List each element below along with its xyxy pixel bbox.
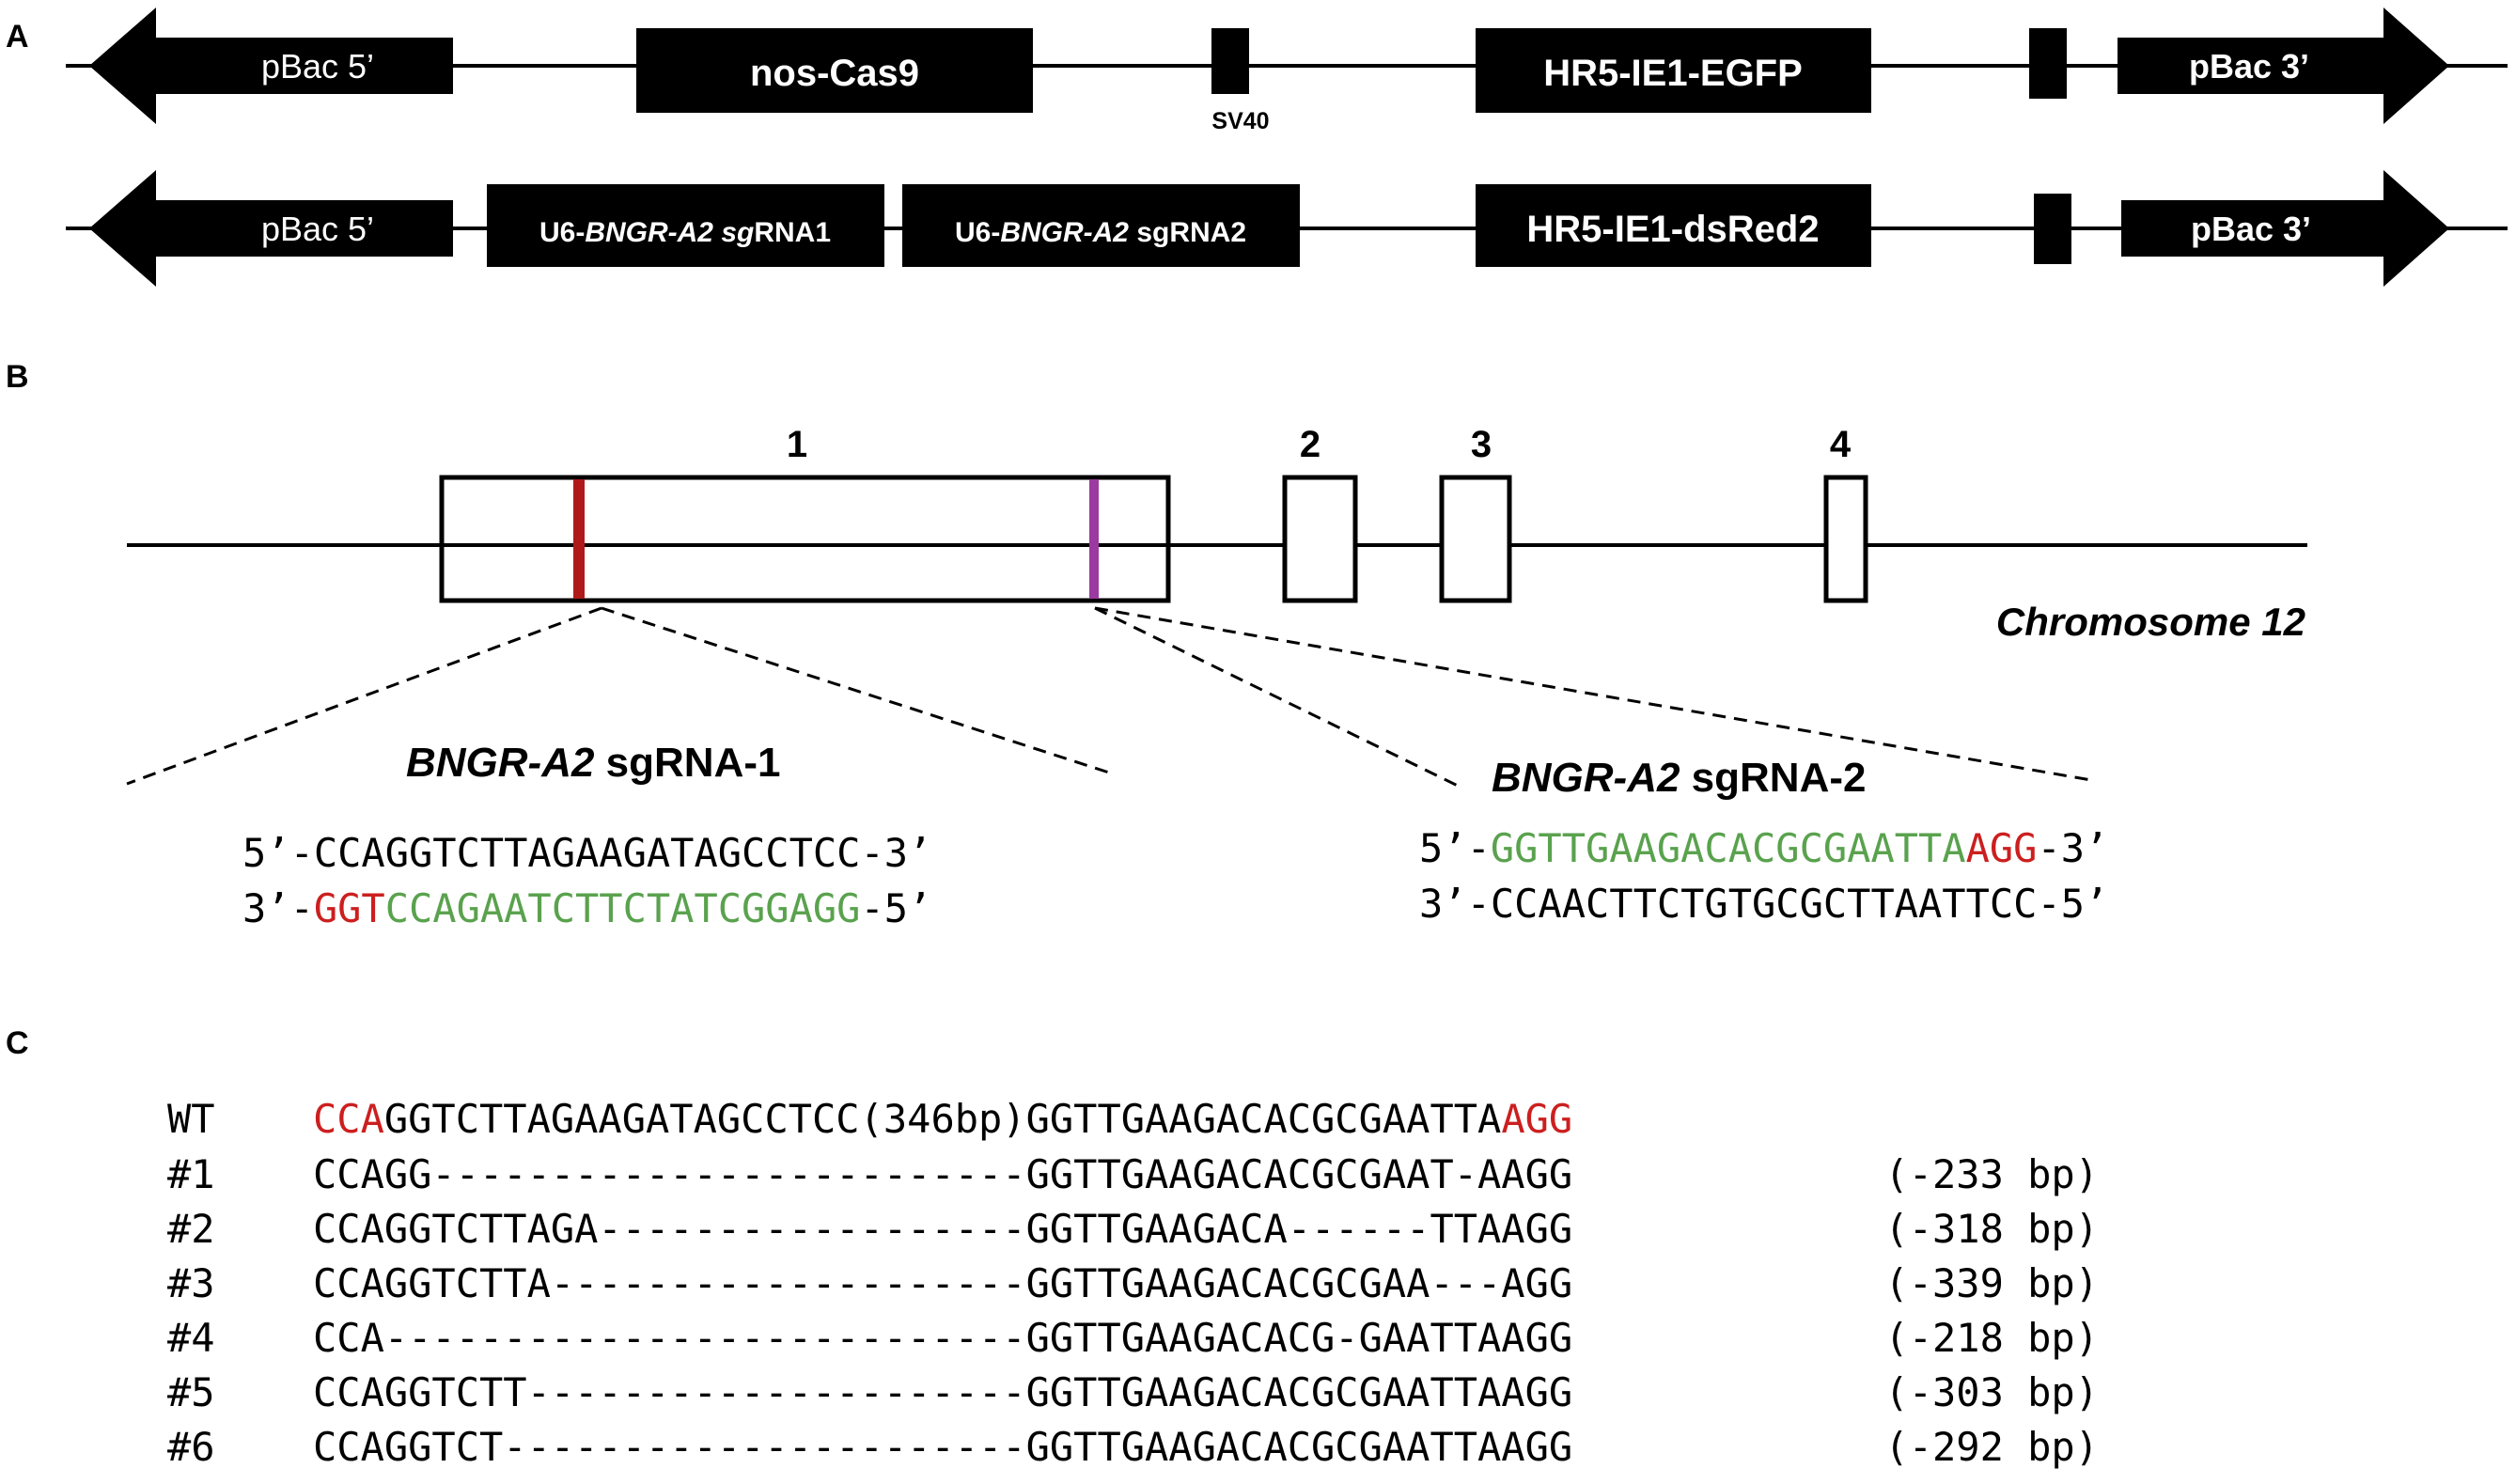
terminator-box-2 xyxy=(2034,194,2071,264)
exon-1-number: 1 xyxy=(787,424,807,465)
allele-deletion: (-292 bp) xyxy=(1884,1424,2099,1470)
zoom-line-2a xyxy=(1094,606,1462,789)
pbac3-label-1: pBac 3’ xyxy=(2189,47,2309,86)
nos-cas9-label: nos-Cas9 xyxy=(750,53,919,94)
sgrna2-title: BNGR-A2 sgRNA-2 xyxy=(1492,755,1866,801)
pbac5-arrow-2 xyxy=(89,170,453,287)
wt-sequence: CCAGGTCTTAGAAGATAGCCTCC(346bp)GGTTGAAGAC… xyxy=(313,1096,1572,1142)
allele-row-6: #6 CCAGGTCT----------------------GGTTGAA… xyxy=(167,1424,2099,1470)
allele-name: #3 xyxy=(167,1260,215,1306)
sgrna2-site-marker xyxy=(1089,479,1099,599)
exon-2-number: 2 xyxy=(1300,424,1321,465)
allele-name: #2 xyxy=(167,1206,215,1252)
sgrna1-top-strand: 5’-CCAGGTCTTAGAAGATAGCCTCC-3’ xyxy=(242,830,931,876)
sgrna2-top-strand: 5’-GGTTGAAGACACGCGAATTAAGG-3’ xyxy=(1419,825,2108,871)
sgrna1-block: BNGR-A2 sgRNA-1 5’-CCAGGTCTTAGAAGATAGCCT… xyxy=(242,740,931,931)
exon-4-number: 4 xyxy=(1830,424,1852,465)
chromosome-label: Chromosome 12 xyxy=(1996,600,2305,644)
exon-4 xyxy=(1823,475,1868,603)
allele-row-2: #2 CCAGGTCTTAGA------------------GGTTGAA… xyxy=(167,1206,2099,1252)
nos-cas9-box xyxy=(636,28,1033,113)
gene-model: 1 2 3 4 Chromosome 12 xyxy=(127,424,2307,644)
allele-sequence: CCAGGTCTT---------------------GGTTGAAGAC… xyxy=(313,1369,1572,1415)
panel-a-label: A xyxy=(6,19,29,55)
sgrna2-block: BNGR-A2 sgRNA-2 5’-GGTTGAAGACACGCGAATTAA… xyxy=(1419,755,2108,927)
allele-name: #5 xyxy=(167,1369,215,1415)
allele-name: #4 xyxy=(167,1315,215,1361)
alignment: WT CCAGGTCTTAGAAGATAGCCTCC(346bp)GGTTGAA… xyxy=(167,1096,2099,1470)
exon-2 xyxy=(1282,475,1358,603)
pbac3-arrow-2 xyxy=(2121,170,2449,287)
sv40-box xyxy=(1211,28,1249,94)
hr5-dsred-box xyxy=(1476,184,1871,267)
allele-deletion: (-233 bp) xyxy=(1884,1151,2099,1197)
sv40-label: SV40 xyxy=(1211,108,1269,134)
allele-sequence: CCAGGTCTTAGA------------------GGTTGAAGAC… xyxy=(313,1206,1572,1252)
pbac5-label-2: pBac 5’ xyxy=(261,210,374,248)
sgrna1-bottom-strand: 3’-GGTCCAGAATCTTCTATCGGAGG-5’ xyxy=(242,885,931,931)
allele-row-3: #3 CCAGGTCTTA--------------------GGTTGAA… xyxy=(167,1260,2099,1306)
hr5-dsred-label: HR5-IE1-dsRed2 xyxy=(1526,209,1819,250)
allele-name: #6 xyxy=(167,1424,215,1470)
terminator-box-1 xyxy=(2029,28,2067,99)
pbac3-arrow-1 xyxy=(2118,8,2449,124)
pbac3-label-2: pBac 3’ xyxy=(2191,210,2311,248)
zoom-line-2b xyxy=(1094,606,2092,782)
zoom-lines xyxy=(126,606,2092,789)
allele-deletion: (-218 bp) xyxy=(1884,1315,2099,1361)
hr5-egfp-label: HR5-IE1-EGFP xyxy=(1543,53,1803,94)
hr5-egfp-box xyxy=(1476,28,1871,113)
u6-sgrna2-label: U6-BNGR-A2 sgRNA2 xyxy=(955,217,1246,248)
allele-deletion: (-339 bp) xyxy=(1884,1260,2099,1306)
exon-3 xyxy=(1439,475,1512,603)
u6-sgrna1-box xyxy=(487,184,884,267)
construct-2: pBac 5’ U6-BNGR-A2 sgRNA1 U6-BNGR-A2 sgR… xyxy=(66,170,2508,287)
allele-row-1: #1 CCAGG-------------------------GGTTGAA… xyxy=(167,1151,2099,1197)
allele-row-4: #4 CCA---------------------------GGTTGAA… xyxy=(167,1315,2099,1361)
pbac5-label-1: pBac 5’ xyxy=(261,47,374,86)
allele-name: #1 xyxy=(167,1151,215,1197)
panel-b-label: B xyxy=(6,359,29,395)
allele-sequence: CCAGGTCTTA--------------------GGTTGAAGAC… xyxy=(313,1260,1572,1306)
u6-sgrna2-box xyxy=(902,184,1300,267)
exon-3-number: 3 xyxy=(1471,424,1492,465)
allele-sequence: CCA---------------------------GGTTGAAGAC… xyxy=(313,1315,1572,1361)
allele-sequence: CCAGGTCT----------------------GGTTGAAGAC… xyxy=(313,1424,1572,1470)
zoom-line-1b xyxy=(601,606,1110,774)
pbac5-arrow-1 xyxy=(89,8,453,124)
sgrna1-site-marker xyxy=(573,479,585,599)
u6-sgrna1-label: U6-BNGR-A2 sgRNA1 xyxy=(539,217,831,248)
construct-1: pBac 5’ nos-Cas9 SV40 HR5-IE1-EGFP pBac … xyxy=(66,8,2508,134)
allele-deletion: (-318 bp) xyxy=(1884,1206,2099,1252)
allele-sequence: CCAGG-------------------------GGTTGAAGAC… xyxy=(313,1151,1572,1197)
exon-1 xyxy=(439,475,1171,603)
allele-deletion: (-303 bp) xyxy=(1884,1369,2099,1415)
sgrna1-title: BNGR-A2 sgRNA-1 xyxy=(406,740,780,786)
sgrna2-bottom-strand: 3’-CCAACTTCTGTGCGCTTAATTCC-5’ xyxy=(1419,881,2108,927)
wt-name: WT xyxy=(167,1096,215,1142)
panel-c-label: C xyxy=(6,1025,29,1061)
zoom-line-1a xyxy=(126,606,602,786)
allele-row-5: #5 CCAGGTCTT---------------------GGTTGAA… xyxy=(167,1369,2099,1415)
